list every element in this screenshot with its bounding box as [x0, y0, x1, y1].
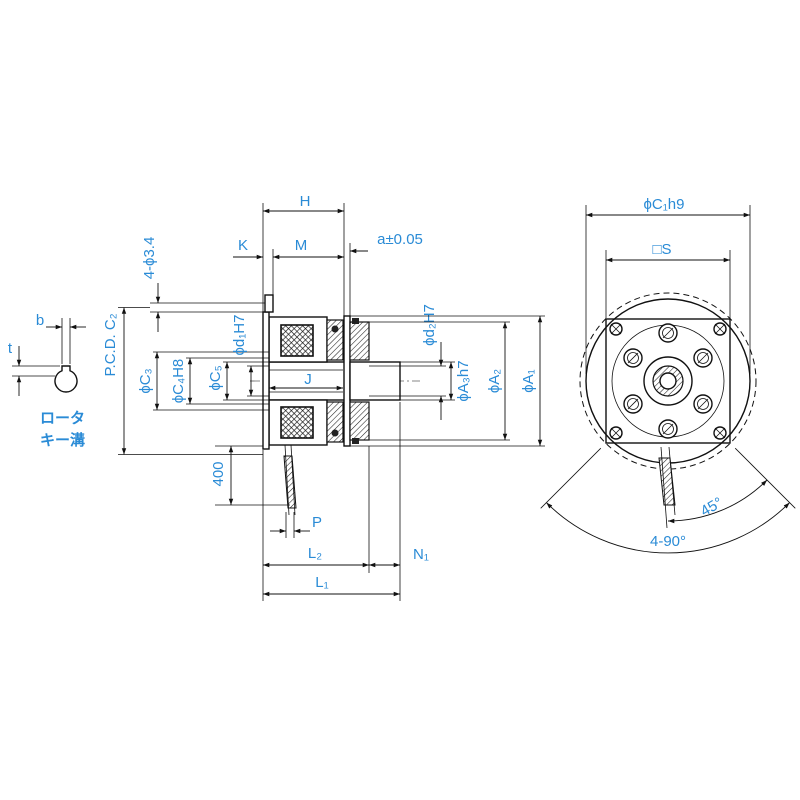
center-hub	[643, 356, 693, 406]
keyway-caption-line1: ロータ	[40, 409, 85, 427]
dim-holes-label: 4-ϕ3.4	[141, 237, 158, 280]
dim-a-label: a±0.05	[377, 231, 423, 248]
dim-L2-label: L₂	[308, 545, 322, 562]
dim-c3-label: ϕC₃	[137, 368, 154, 393]
corner-holes	[609, 322, 727, 440]
coil-upper	[280, 324, 314, 357]
lead-wire-jacket	[283, 455, 297, 509]
armature-block-upper	[352, 318, 359, 324]
output-hub	[349, 361, 401, 401]
keyway-caption-line2: キー溝	[40, 431, 85, 449]
dim-a1-label: ϕA₁	[520, 369, 537, 392]
dim-c4-label: ϕC₄H8	[170, 359, 187, 404]
dim-pitch-label: 4-90°	[650, 533, 686, 550]
dim-d2-label: ϕd₂H7	[421, 304, 438, 346]
end-view-wire-1	[660, 446, 668, 529]
bolt-hole-bottom	[658, 419, 678, 439]
dim-pcd-label: P.C.D. C₂	[102, 313, 119, 376]
dim-M-label: M	[295, 237, 308, 254]
square-flange	[605, 318, 731, 444]
dim-J-label: J	[304, 371, 312, 388]
armature-hub-lower	[349, 401, 370, 441]
clutch-end-view	[579, 292, 757, 529]
bolt-hole-upper-left	[623, 348, 643, 368]
bolt-hole-lower-right	[693, 394, 713, 414]
armature-hub-upper	[349, 321, 370, 361]
lead-wire-1	[284, 444, 290, 516]
dim-N1-label: N₁	[413, 546, 429, 563]
dim-a2-label: ϕA₂	[486, 369, 503, 393]
rotor-lower	[326, 401, 344, 443]
lead-wire-2	[290, 444, 296, 516]
rotor-upper	[326, 319, 344, 361]
radial-line-right	[734, 447, 796, 509]
rotor-keyway-detail: b t ロータ キー溝	[8, 312, 86, 449]
coil-lower	[280, 406, 314, 439]
keyway-b-label: b	[36, 312, 44, 329]
armature-block-lower	[352, 438, 359, 444]
dim-L1-label: L₁	[315, 574, 328, 591]
corner-hole-tl	[609, 322, 623, 336]
radial-line-left	[540, 447, 602, 509]
dim-d1-label: ϕd₁H7	[231, 315, 248, 356]
hub-bore	[659, 372, 677, 390]
bolt-holes	[623, 323, 713, 439]
dim-s-label: □S	[652, 241, 671, 258]
bolt-hole-upper-right	[693, 348, 713, 368]
corner-hole-tr	[713, 322, 727, 336]
dim-pitch-arc	[546, 502, 790, 554]
dim-angle-label: 45°	[698, 494, 726, 520]
corner-hole-bl	[609, 426, 623, 440]
mounting-plate	[262, 311, 270, 450]
rotor-bolt-upper	[331, 325, 339, 333]
dim-lead-label: 400	[210, 461, 227, 486]
rotor-bolt-lower	[331, 429, 339, 437]
dim-c1-label: ϕC₁h9	[644, 196, 685, 213]
mounting-circle-dashed	[579, 292, 757, 470]
keyway-t-label: t	[8, 340, 13, 357]
bolt-hole-lower-left	[623, 394, 643, 414]
armature-disc	[343, 315, 351, 447]
mounting-tab	[264, 294, 274, 313]
corner-hole-br	[713, 426, 727, 440]
dim-K-label: K	[238, 237, 248, 254]
end-view-wire-jacket	[658, 457, 676, 506]
dim-H-label: H	[300, 193, 311, 210]
bolt-hole-top	[658, 323, 678, 343]
dim-c5-label: ϕC₅	[207, 365, 224, 390]
clutch-side-view	[250, 294, 420, 516]
side-view-dimensions: H K M a±0.05 4-ϕ3.4 P.C.D. C₂ ϕC₃ ϕC₄H8	[102, 193, 545, 601]
dim-P-label: P	[312, 514, 322, 531]
dim-angle-arc	[667, 479, 768, 524]
dim-a3-label: ϕA₃h7	[455, 360, 472, 401]
rotor-bore-with-keyway	[54, 365, 78, 393]
